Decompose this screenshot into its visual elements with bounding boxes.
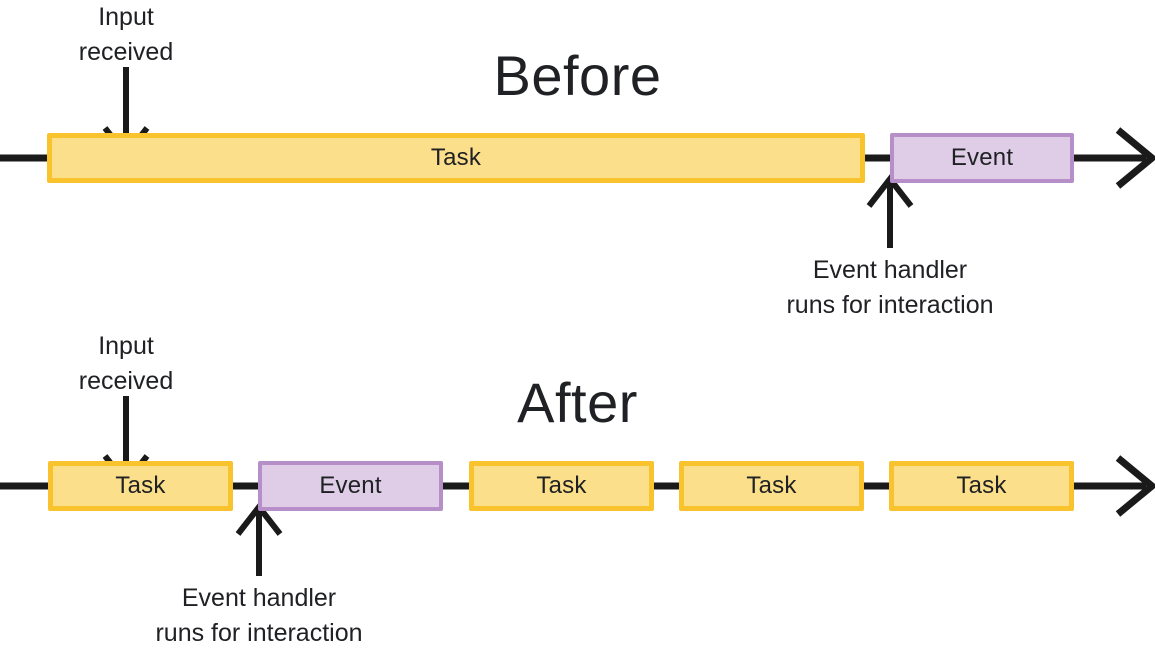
- before-event-handler-arrow: [866, 174, 914, 248]
- after-section-title: After: [0, 375, 1155, 431]
- before-input-received-annotation: Input received: [78, 3, 174, 66]
- after-title-text: After: [517, 371, 638, 434]
- after-task-block-3: Task: [679, 461, 864, 511]
- before-event-handler-annotation: Event handler runs for interaction: [786, 256, 994, 319]
- after-task-block-1: Task: [48, 461, 233, 511]
- before-title-text: Before: [493, 44, 662, 107]
- after-event-handler-annotation: Event handler runs for interaction: [155, 584, 363, 647]
- after-event-block: Event: [258, 461, 443, 511]
- before-task-block: Task: [47, 133, 865, 183]
- after-task-label-2: Task: [536, 472, 587, 499]
- after-task-label-4: Task: [956, 472, 1007, 499]
- before-axis-arrowhead: [1115, 127, 1155, 189]
- after-task-label-3: Task: [746, 472, 797, 499]
- before-section-title: Before: [0, 48, 1155, 104]
- before-event-block: Event: [890, 133, 1074, 183]
- after-event-label: Event: [319, 472, 382, 499]
- after-task-label-1: Task: [115, 472, 166, 499]
- after-input-received-annotation: Input received: [78, 332, 174, 395]
- before-event-label: Event: [950, 144, 1014, 171]
- after-axis-arrowhead: [1115, 455, 1155, 517]
- before-task-label: Task: [430, 144, 482, 171]
- after-task-block-4: Task: [889, 461, 1074, 511]
- after-event-handler-arrow: [235, 502, 283, 576]
- after-task-block-2: Task: [469, 461, 654, 511]
